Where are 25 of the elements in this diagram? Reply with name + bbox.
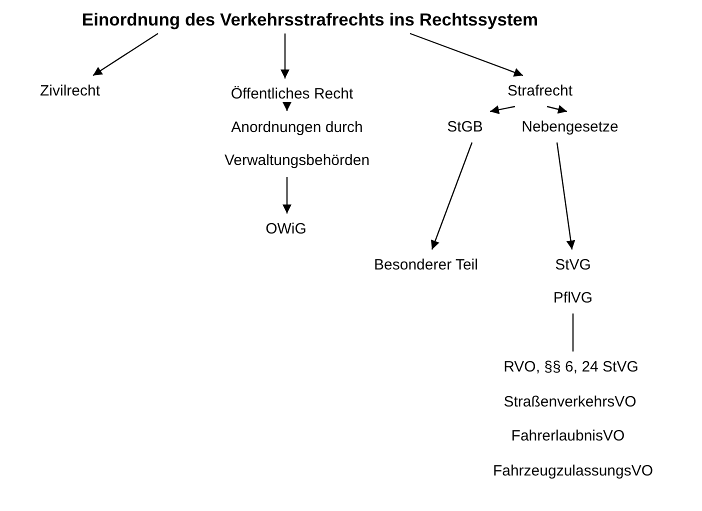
node-label: Öffentliches Recht: [226, 78, 358, 104]
arrow: [490, 105, 516, 114]
node-label: FahrerlaubnisVO: [507, 420, 629, 452]
arrow: [92, 33, 158, 76]
node-label: PflVG: [549, 282, 597, 314]
arrow: [280, 34, 290, 78]
arrow: [282, 177, 292, 214]
arrow: [430, 142, 473, 250]
diagram-title: Einordnung des Verkehrsstrafrechts ins Rechtssystem: [78, 6, 542, 34]
arrow: [282, 102, 292, 111]
node-label: StVG: [551, 250, 595, 280]
node-label: Strafrecht: [503, 76, 577, 106]
node-label: StGB: [443, 112, 487, 142]
node-label: RVO, §§ 6, 24 StVG: [500, 352, 642, 382]
node-label: Nebengesetze: [518, 112, 622, 142]
node-label: FahrzeugzulassungsVO: [488, 456, 658, 486]
arrow: [546, 104, 568, 114]
node-label: Besonderer Teil: [370, 250, 482, 280]
node-label: Anordnungen durch Verwaltungsbehörden: [208, 111, 386, 177]
node-label: StraßenverkehrsVO: [500, 386, 640, 418]
node-label: Zivilrecht: [36, 76, 104, 106]
connector-line: [572, 314, 574, 352]
arrow: [556, 142, 576, 250]
node-label: OWiG: [262, 214, 310, 244]
arrow: [410, 32, 524, 77]
